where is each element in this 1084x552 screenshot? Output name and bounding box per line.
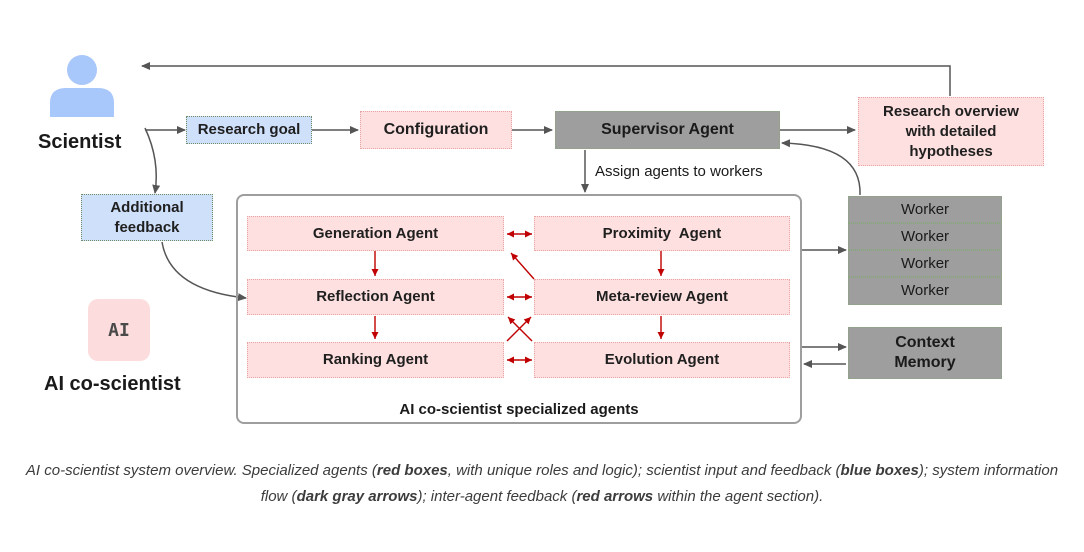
ai-badge: AI — [88, 299, 150, 361]
research-goal-box: Research goal — [186, 116, 312, 144]
configuration-box: Configuration — [360, 111, 512, 149]
generation-agent-box: Generation Agent — [247, 216, 504, 251]
arrow-feedback-to-reflection — [161, 241, 247, 302]
figure-caption: AI co-scientist system overview. Special… — [25, 462, 1059, 505]
arrow-overview-to-scientist — [141, 62, 951, 96]
supervisor-agent-box: Supervisor Agent — [555, 111, 780, 149]
person-icon — [50, 55, 114, 117]
meta-review-agent-box: Meta-review Agent — [534, 279, 790, 315]
worker-box: Worker — [848, 223, 1002, 250]
context-memory-box: Context Memory — [848, 327, 1002, 379]
assign-agents-label: Assign agents to workers — [595, 163, 763, 180]
ai-co-scientist-label: AI co-scientist — [44, 373, 181, 395]
worker-box: Worker — [848, 277, 1002, 305]
evolution-agent-box: Evolution Agent — [534, 342, 790, 378]
feedback-ranking-to-metareview — [506, 316, 532, 342]
proximity-agent-box: Proximity Agent — [534, 216, 790, 251]
scientist-label: Scientist — [38, 131, 122, 153]
worker-box: Worker — [848, 250, 1002, 277]
feedback-metareview-to-generation — [510, 252, 535, 280]
worker-box: Worker — [848, 196, 1002, 223]
specialized-agents-container — [236, 194, 802, 424]
reflection-agent-box: Reflection Agent — [247, 279, 504, 315]
ranking-agent-box: Ranking Agent — [247, 342, 504, 378]
arrow-workers-to-supervisor — [781, 139, 861, 196]
feedback-evolution-to-reflection — [507, 316, 533, 342]
specialized-agents-label: AI co-scientist specialized agents — [399, 401, 639, 418]
arrow-scientist-to-feedback — [144, 127, 161, 194]
additional-feedback-box: Additional feedback — [81, 194, 213, 241]
research-overview-box: Research overview with detailed hypothes… — [858, 97, 1044, 166]
